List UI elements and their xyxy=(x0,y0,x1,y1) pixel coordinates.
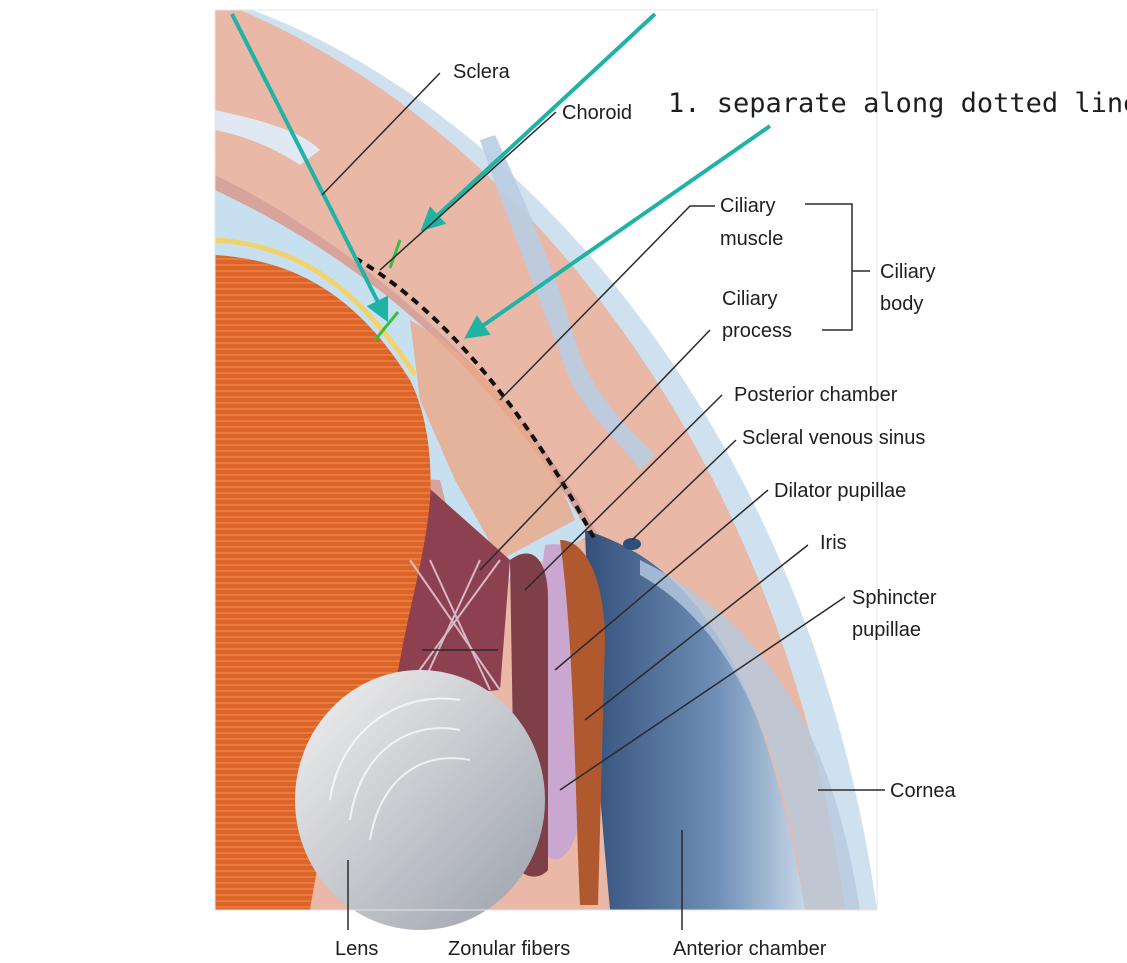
label-sclera: Sclera xyxy=(453,61,511,83)
label-ciliary-body-2: body xyxy=(880,293,923,315)
label-sphincter-pupillae-2: pupillae xyxy=(852,619,921,641)
label-choroid: Choroid xyxy=(562,102,632,124)
label-posterior-chamber: Posterior chamber xyxy=(734,384,898,406)
bracket-ciliary-body xyxy=(805,204,852,330)
label-iris: Iris xyxy=(820,532,847,554)
label-cornea: Cornea xyxy=(890,780,956,802)
label-sphincter-pupillae-1: Sphincter xyxy=(852,587,937,609)
label-ciliary-muscle-2: muscle xyxy=(720,228,783,250)
annotation-note: 1. separate along dotted line xyxy=(668,88,1127,119)
label-scleral-venous-sinus: Scleral venous sinus xyxy=(742,427,925,449)
label-lens: Lens xyxy=(335,938,378,960)
label-dilator-pupillae: Dilator pupillae xyxy=(774,480,906,502)
label-ciliary-process-1: Ciliary xyxy=(722,288,778,310)
anatomy-illustration xyxy=(215,10,877,930)
label-zonular-fibers: Zonular fibers xyxy=(448,938,570,960)
label-ciliary-muscle-1: Ciliary xyxy=(720,195,776,217)
label-ciliary-body-1: Ciliary xyxy=(880,261,936,283)
label-anterior-chamber: Anterior chamber xyxy=(673,938,827,960)
label-ciliary-process-2: process xyxy=(722,320,792,342)
lens-shape xyxy=(295,670,545,930)
